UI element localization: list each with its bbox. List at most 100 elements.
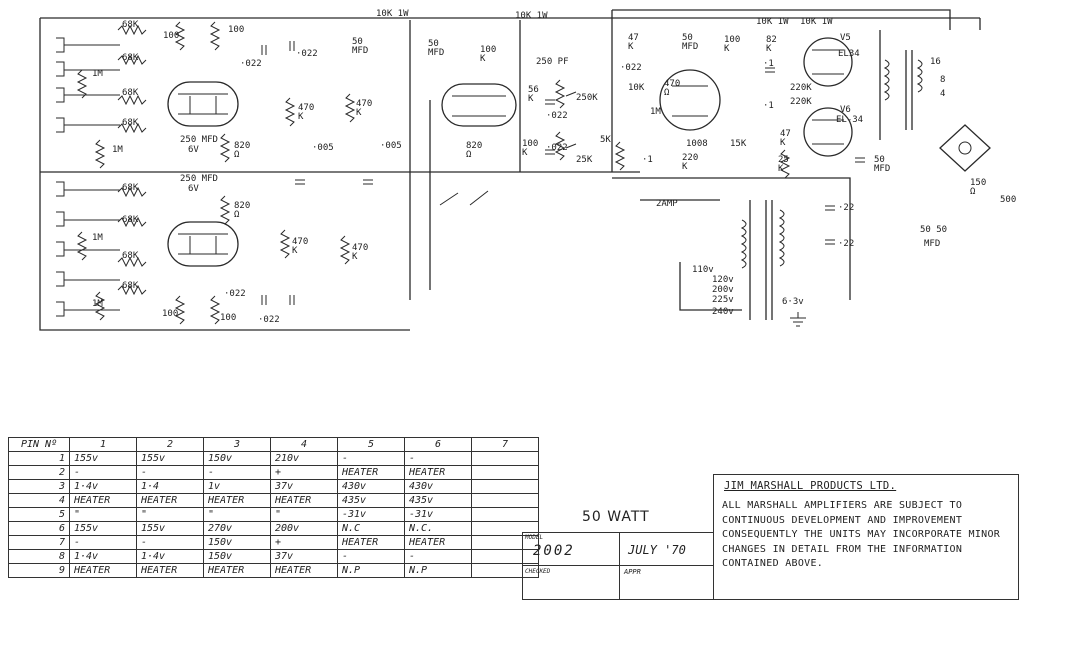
voltage-cell: " — [69, 507, 137, 522]
checked-cell: CHECKED — [523, 566, 620, 599]
driver-tube — [659, 69, 721, 131]
pin-number-cell: 5 — [8, 507, 70, 522]
standby-switch — [439, 190, 489, 206]
label-240v: 240v — [712, 307, 734, 317]
label-5k: 5K — [600, 135, 611, 145]
label-68k-6: 68K — [122, 215, 139, 225]
label-005-1: ·005 — [312, 143, 334, 153]
label-6v-2: 6V — [188, 184, 199, 194]
tone-pots — [555, 79, 790, 179]
notice-title: JIM MARSHALL PRODUCTS LTD. — [724, 480, 897, 492]
voltage-cell: 1·4v — [69, 549, 137, 564]
label-15k: 15K — [730, 139, 747, 149]
voltage-cell: " — [203, 507, 271, 522]
label-200v: 200v — [712, 285, 734, 295]
label-250mfd-2: 250 MFD — [180, 174, 218, 184]
pin-number-cell: 3 — [8, 479, 70, 494]
model-cell: MODEL 2002 — [523, 533, 620, 566]
voltage-cell — [471, 493, 539, 508]
voltage-cell: 150v — [203, 549, 271, 564]
voltage-cell: - — [203, 465, 271, 480]
label-68k-7: 68K — [122, 251, 139, 261]
preamp-tube-v2 — [167, 221, 239, 267]
label-mfd: MFD — [924, 239, 940, 249]
voltage-cell — [471, 507, 539, 522]
voltage-cell: - — [404, 451, 472, 466]
label-1m-3: 1M — [92, 233, 103, 243]
label-6-3v: 6·3v — [782, 297, 804, 307]
voltage-cell: + — [270, 535, 338, 550]
notice-body: ALL MARSHALL AMPLIFIERS ARE SUBJECT TO C… — [722, 500, 1001, 569]
voltage-cell: - — [136, 465, 204, 480]
label-v5: V5 — [840, 33, 851, 43]
date-cell: JULY '70 — [620, 533, 713, 566]
label-022-1: ·022 — [240, 59, 262, 69]
voltage-cell: HEATER — [136, 493, 204, 508]
label-68k-8: 68K — [122, 281, 139, 291]
voltage-cell: 430v — [337, 479, 405, 494]
power-tube-v6 — [803, 107, 853, 157]
voltage-cell: 150v — [203, 451, 271, 466]
voltage-cell: 210v — [270, 451, 338, 466]
appr-caption: APPR — [624, 568, 641, 576]
header-col-7: 7 — [471, 437, 539, 452]
amplifier-schematic: 68K 68K 68K 68K 68K 68K 68K 68K 1M 1M 1M… — [39, 9, 1016, 331]
label-1m-5: 1M — [650, 107, 661, 117]
pin-number-cell: 9 — [8, 563, 70, 578]
label-v6: V6 — [840, 105, 851, 115]
voltage-cell: 435v — [337, 493, 405, 508]
header-col-2: 2 — [136, 437, 204, 452]
voltage-cell: HEATER — [203, 563, 271, 578]
label-1008: 1008 — [686, 139, 708, 149]
label-10k1w-4: 10K 1W — [800, 17, 833, 27]
header-col-4: 4 — [270, 437, 338, 452]
voltage-cell: HEATER — [203, 493, 271, 508]
label-68k-5: 68K — [122, 183, 139, 193]
label-68k-1: 68K — [122, 20, 139, 30]
voltage-cell: HEATER — [404, 465, 472, 480]
voltage-cell: HEATER — [69, 563, 137, 578]
label-250pf: 250 PF — [536, 57, 569, 67]
voltage-cell: HEATER — [136, 563, 204, 578]
label-022-3: ·022 — [224, 289, 246, 299]
rectifier-bridge — [939, 124, 991, 172]
preamp-resistors — [77, 21, 355, 325]
voltage-cell: + — [270, 465, 338, 480]
label-22-1: ·22 — [838, 203, 854, 213]
header-col-6: 6 — [404, 437, 472, 452]
voltage-cell: HEATER — [337, 465, 405, 480]
voltage-cell — [471, 479, 539, 494]
voltage-cell: - — [404, 549, 472, 564]
label-225v: 225v — [712, 295, 734, 305]
schematic-labels: 68K 68K 68K 68K 68K 68K 68K 68K 1M 1M 1M… — [92, 9, 1016, 325]
voltage-cell: -31v — [337, 507, 405, 522]
voltage-cell: " — [270, 507, 338, 522]
voltage-cell: - — [136, 535, 204, 550]
label-22-2: ·22 — [838, 239, 854, 249]
label-120v: 120v — [712, 275, 734, 285]
label-10k1w-3: 10K 1W — [756, 17, 789, 27]
label-10k: 10K — [628, 83, 645, 93]
voltage-cell: HEATER — [69, 493, 137, 508]
voltage-cell: - — [69, 535, 137, 550]
label-500: 500 — [1000, 195, 1016, 205]
table-row: 5""""-31v-31v — [8, 507, 539, 522]
